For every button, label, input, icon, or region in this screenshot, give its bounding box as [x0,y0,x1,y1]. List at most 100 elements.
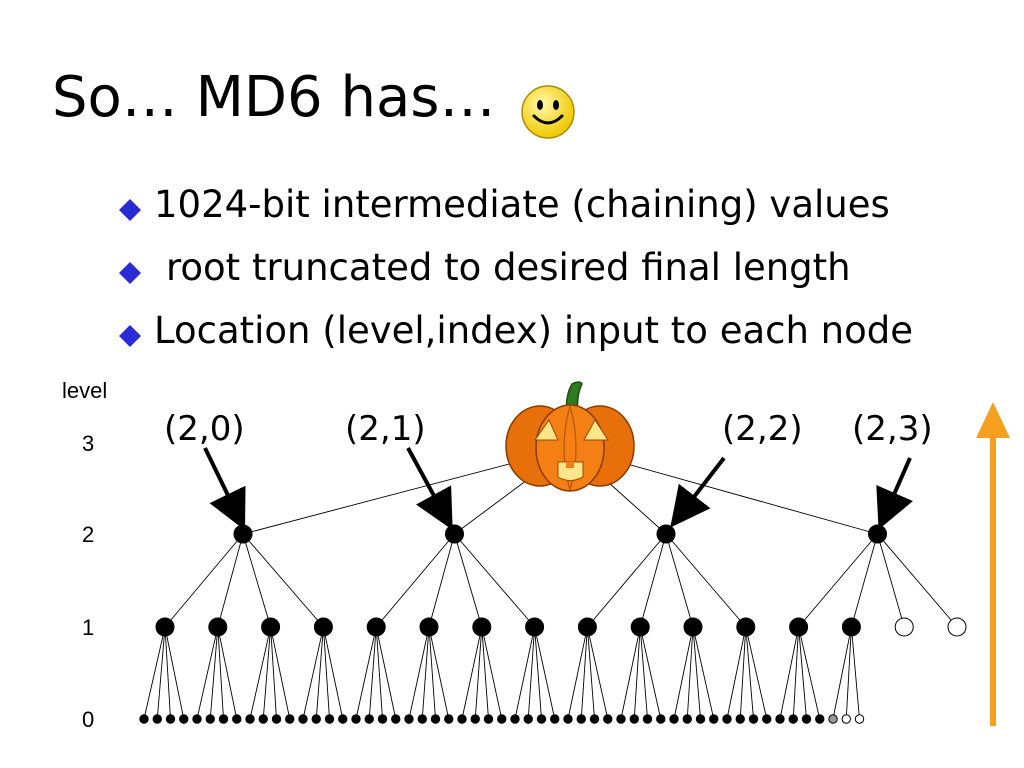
level1-node [525,617,545,637]
slide-title: So… MD6 has… [52,65,496,130]
tree-edge [217,626,224,720]
jack-o-lantern-icon [505,381,635,492]
tree-edge [850,533,878,628]
node-label-2-1: (2,1) [345,409,426,449]
level1-node [630,617,650,637]
tree-edge [143,626,166,720]
level1-node [313,617,333,637]
level0-node [616,714,626,724]
pointer-arrow-2-0 [203,447,246,531]
level1-node [841,617,861,637]
tree-edge [798,626,821,720]
level0-node [536,714,547,724]
tree-edge [639,626,662,720]
tree-edge [270,626,291,720]
bullet-item: root truncated to desired final length [118,249,913,312]
level0-node [417,714,427,724]
tree-edge [580,626,588,720]
level1-node [261,617,281,637]
tree-edge [673,626,694,720]
bullet-list: 1024-bit intermediate (chaining) values … [118,186,913,375]
tree-edge [209,626,219,720]
level0-node [377,714,388,724]
tree-edge [586,626,609,720]
tree-edge [832,626,852,720]
level1-node [208,617,228,637]
tree-edge [375,626,397,720]
tree-edge [686,626,694,720]
level0-node [656,714,666,724]
level2-node [445,524,464,544]
level0-node [722,714,732,724]
tree-edge [164,533,244,628]
level1-node [736,617,756,637]
level0-node [788,714,798,724]
tree-edge [454,533,483,628]
level0-node [775,714,785,724]
tree-edge [164,626,185,720]
level0-node [470,714,480,724]
level1-node [472,617,492,637]
level0-gray-node [828,714,838,724]
level0-node [165,714,176,724]
level0-node [589,714,600,724]
tree-edge [665,533,747,628]
tree-edge [474,626,483,720]
bullet-item: 1024-bit intermediate (chaining) values [118,186,913,249]
tree-edge [481,626,503,720]
tree-edge [726,626,747,720]
tree-edge [639,533,667,628]
tree-edge [461,626,483,720]
level0-node [576,714,586,724]
level0-node [338,714,348,724]
level1-node [419,617,439,637]
tree-nodes [139,524,967,724]
tree-edge [428,626,450,720]
level2-node [656,524,676,544]
level0-node [218,714,229,724]
level0-node [669,714,679,724]
level0-node [179,714,189,724]
level0-node [735,714,745,724]
tree-edge [798,533,878,628]
level0-node [152,714,162,724]
tree-edge [368,626,377,720]
level0-node [748,714,759,724]
tree-edge [454,533,535,628]
level0-node [629,714,639,724]
level1-node [155,617,175,637]
tree-edge [355,626,377,720]
diamond-icon [119,199,141,221]
level1-node [789,617,809,637]
level0-node [311,714,321,724]
level1-node [366,617,386,637]
tree-edge [798,626,807,720]
tree-edge [375,533,455,628]
tree-edge [164,626,171,720]
tree-edge [845,626,852,720]
tree-edge [534,626,542,720]
tree-edge [692,626,701,720]
pointer-arrow-2-3 [876,457,913,530]
level0-node [391,714,401,724]
node-label-2-3: (2,3) [852,409,933,449]
tree-edge [217,533,244,628]
tree-edge [302,626,324,720]
tree-edge [692,626,715,720]
level0-node [497,714,507,724]
tree-edge [792,626,800,720]
level0-node [430,714,441,724]
level0-node [523,714,533,724]
level0-empty-node [854,714,865,724]
level0-node [271,714,282,724]
level0-node [192,714,202,724]
tree-edge [421,626,430,720]
level-label-0: 0 [82,707,95,732]
tree-edge [242,533,324,628]
tree-edge [586,626,595,720]
level0-node [550,714,560,724]
level0-node [139,714,149,724]
tree-edge [620,626,641,720]
level0-node [298,714,308,724]
pointer-arrow-2-1 [406,447,453,531]
